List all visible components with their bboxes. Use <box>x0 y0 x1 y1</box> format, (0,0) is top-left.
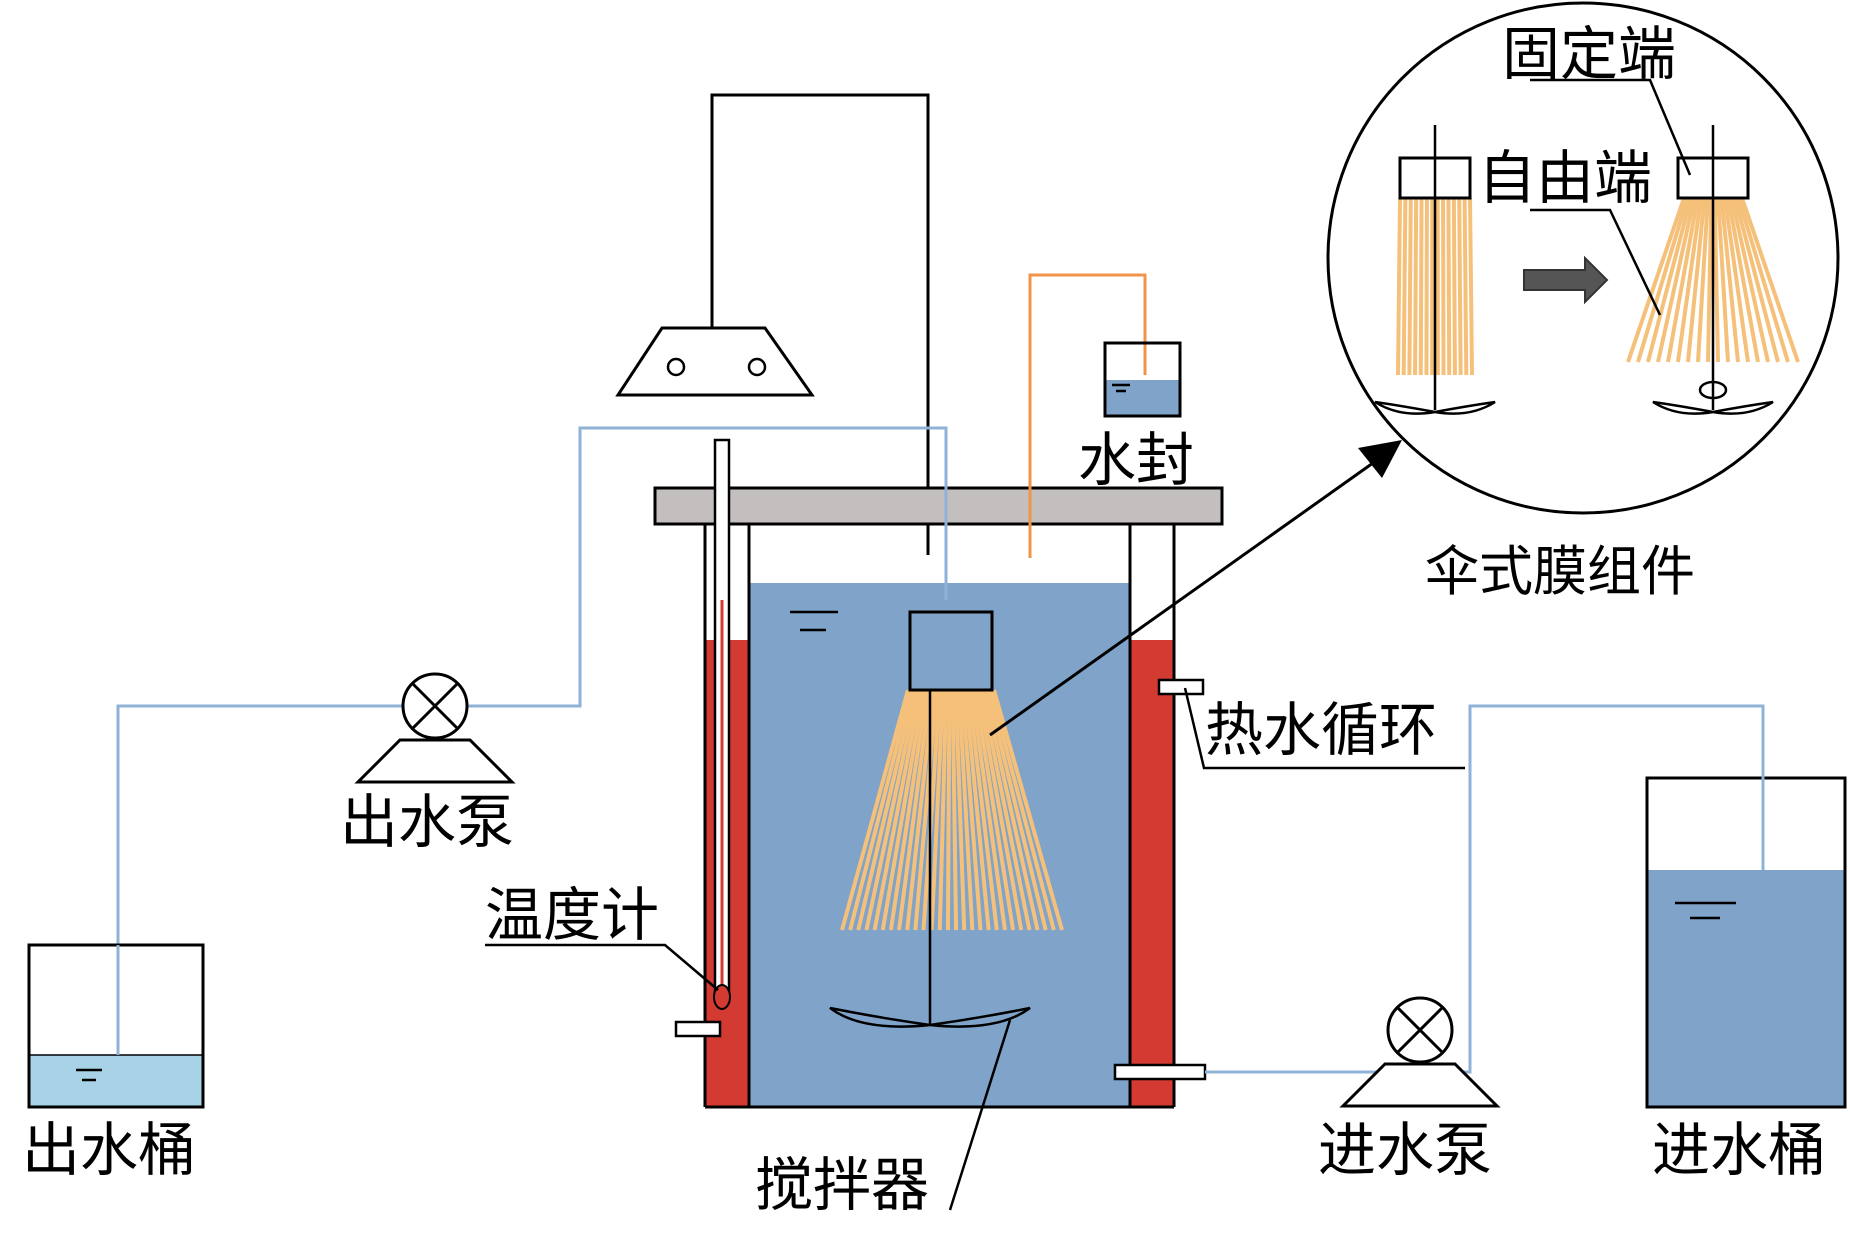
membrane-fiber <box>976 689 1024 931</box>
membrane-fiber <box>1457 197 1463 376</box>
membrane-fiber <box>1722 197 1750 363</box>
module-head <box>908 610 994 692</box>
membrane-fiber <box>953 689 967 931</box>
membrane-fiber <box>913 689 939 931</box>
inset-fibers-after <box>1626 197 1800 363</box>
membrane-fiber <box>1686 197 1707 363</box>
inlet-bucket <box>1645 776 1847 1109</box>
inset-fibers-before <box>1396 197 1474 376</box>
membrane-fiber <box>1396 197 1402 376</box>
membrane-fiber <box>966 689 999 931</box>
membrane-fiber <box>929 689 946 931</box>
label-water-seal: 水封 <box>1078 426 1194 494</box>
membrane-fiber <box>1451 197 1457 376</box>
membrane-fiber <box>1733 197 1780 363</box>
membrane-fiber <box>1726 197 1760 363</box>
label-inlet-pump: 进水泵 <box>1318 1116 1492 1184</box>
jacket-right <box>1130 640 1174 1107</box>
membrane-fiber <box>1413 197 1419 376</box>
membrane-fiber <box>1719 197 1740 363</box>
label-hot-water-circulation: 热水循环 <box>1205 696 1437 764</box>
membrane-fiber <box>960 689 983 931</box>
inset-detail <box>1326 1 1840 515</box>
gas-line <box>1028 273 1147 558</box>
membrane-fiber <box>945 689 952 931</box>
stirrer <box>829 690 1031 1028</box>
label-stirrer: 搅拌器 <box>755 1151 929 1219</box>
leader-lines <box>485 687 1465 1211</box>
membrane-fiber <box>1676 197 1704 363</box>
membrane-fiber <box>856 689 917 931</box>
label-inlet-bucket: 进水桶 <box>1652 1116 1826 1184</box>
membrane-fiber <box>1736 197 1790 363</box>
zoom-arrow <box>989 440 1402 737</box>
membrane-fiber <box>1636 197 1690 363</box>
membrane-fiber <box>1626 197 1686 363</box>
membrane-fiber <box>864 689 920 931</box>
membrane-fiber <box>888 689 930 931</box>
membrane-fiber <box>921 689 942 931</box>
thermometer <box>713 438 731 1010</box>
membrane-fiber <box>1716 197 1730 363</box>
membrane-fiber <box>1740 197 1800 363</box>
membrane-fiber <box>840 689 910 931</box>
membrane-fiber <box>988 689 1056 931</box>
membrane-fiber <box>969 689 1007 931</box>
membrane-fiber <box>1666 197 1700 363</box>
membrane-fiber <box>1468 197 1474 376</box>
membrane-fiber <box>1401 197 1408 376</box>
membrane-fiber <box>937 689 949 931</box>
membrane-fiber <box>950 689 959 931</box>
membrane-fiber <box>1729 197 1770 363</box>
membrane-fiber <box>1446 197 1452 376</box>
membrane-fiber <box>1696 197 1710 363</box>
reactor <box>653 486 1224 1109</box>
reactor-lid <box>653 486 1224 526</box>
outlet-pump-symbol <box>354 672 516 784</box>
membrane-fiber <box>872 689 923 931</box>
membrane-fiber <box>1656 197 1697 363</box>
label-umbrella-module: 伞式膜组件 <box>1425 540 1695 603</box>
outlet-bucket <box>27 943 205 1109</box>
inlet-line <box>1205 704 1765 1074</box>
membrane-fiber <box>979 689 1032 931</box>
membrane-fiber <box>1407 197 1413 376</box>
label-fixed-end: 固定端 <box>1502 20 1676 88</box>
membrane-fiber <box>956 689 975 931</box>
label-thermometer: 温度计 <box>485 881 659 949</box>
membrane-fiber <box>880 689 926 931</box>
membrane-fiber <box>963 689 991 931</box>
label-outlet-pump: 出水泵 <box>340 788 514 856</box>
membrane-fiber <box>897 689 933 931</box>
membrane-fiber <box>848 689 914 931</box>
label-outlet-bucket: 出水桶 <box>22 1116 196 1184</box>
transition-arrow-icon <box>1523 255 1609 305</box>
membrane-fiber <box>992 689 1064 931</box>
membrane-fiber <box>1706 197 1714 363</box>
inlet-pump-symbol <box>1339 996 1501 1108</box>
membrane-fiber <box>1646 197 1693 363</box>
outlet-line <box>116 426 948 1055</box>
membrane-fiber <box>982 689 1040 931</box>
membrane-fiber <box>972 689 1016 931</box>
water-seal-bottle <box>1103 341 1182 418</box>
label-free-end: 自由端 <box>1478 144 1652 212</box>
membrane-fiber <box>1462 197 1469 376</box>
stirrer-drive <box>615 93 930 555</box>
membrane-fiber <box>1712 197 1720 363</box>
membrane-fiber <box>1418 197 1424 376</box>
